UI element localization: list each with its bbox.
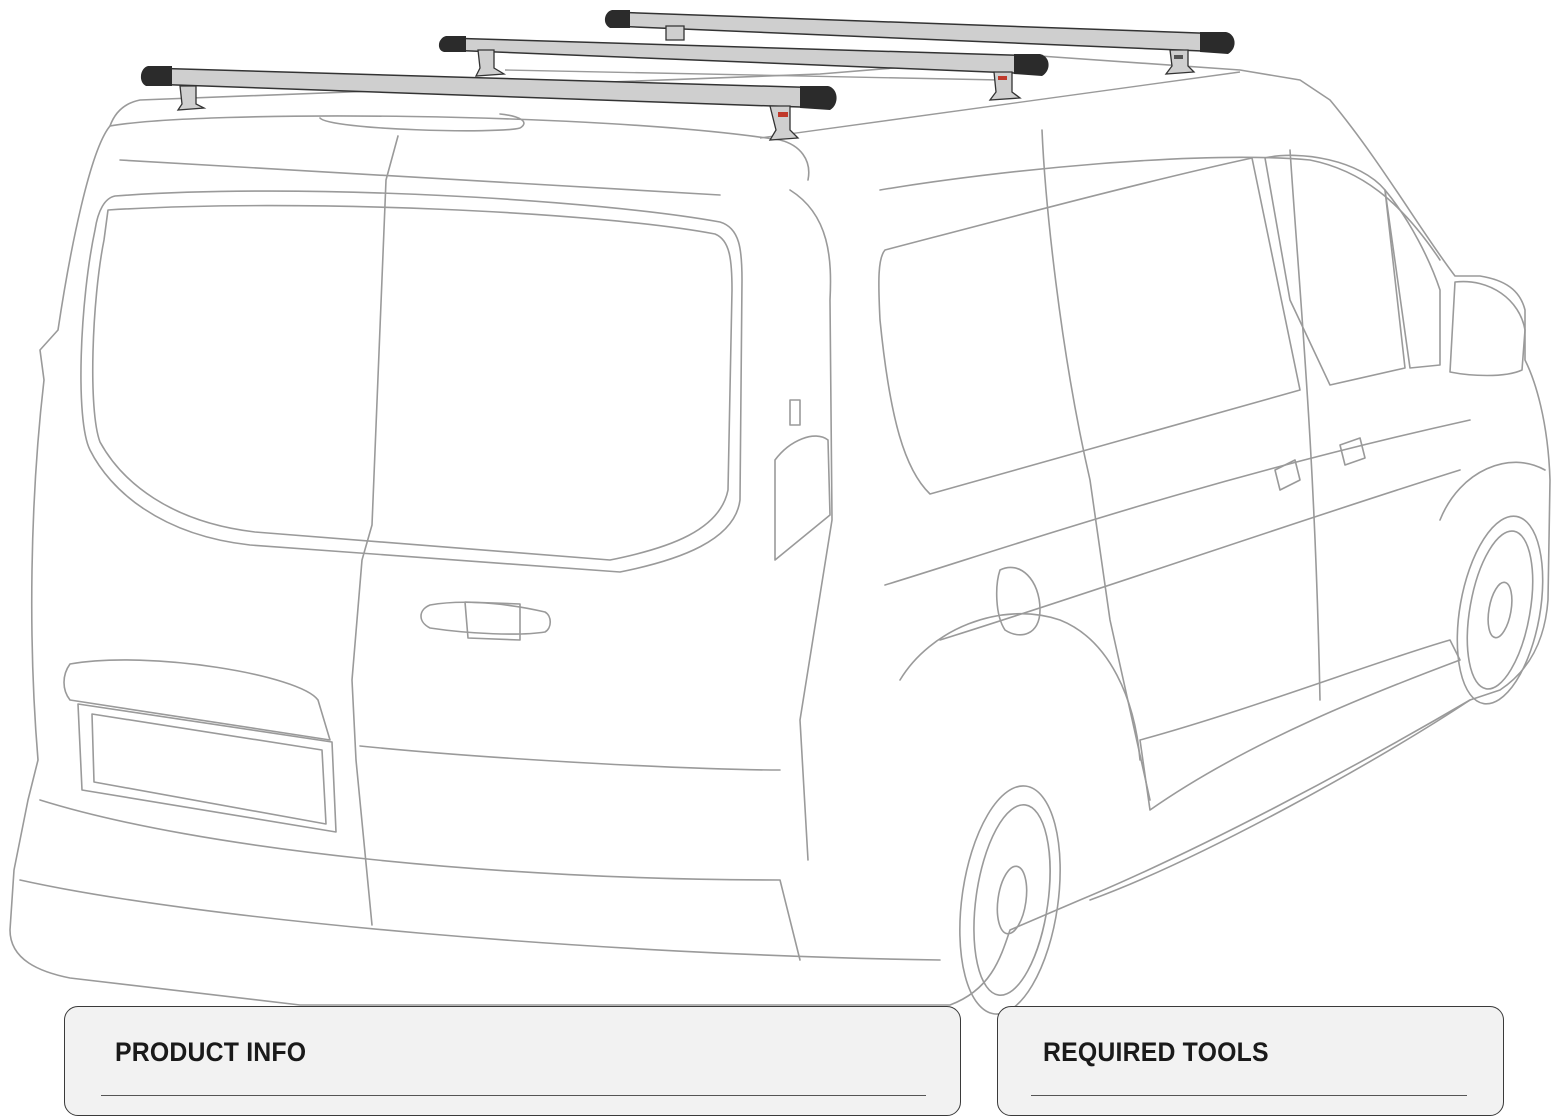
roof-bar-middle [438,36,1049,101]
brand-mark [778,112,788,117]
roof-bar-rear [140,66,837,141]
product-info-panel: PRODUCT INFO [64,1006,961,1116]
product-info-divider [101,1095,926,1096]
van-body [9,55,1551,1015]
roof-rails [504,69,1241,139]
required-tools-divider [1031,1095,1467,1096]
required-tools-panel: REQUIRED TOOLS [997,1006,1504,1116]
roof-bar-front [604,10,1235,75]
required-tools-title: REQUIRED TOOLS [1043,1037,1269,1067]
product-info-title: PRODUCT INFO [115,1037,307,1067]
